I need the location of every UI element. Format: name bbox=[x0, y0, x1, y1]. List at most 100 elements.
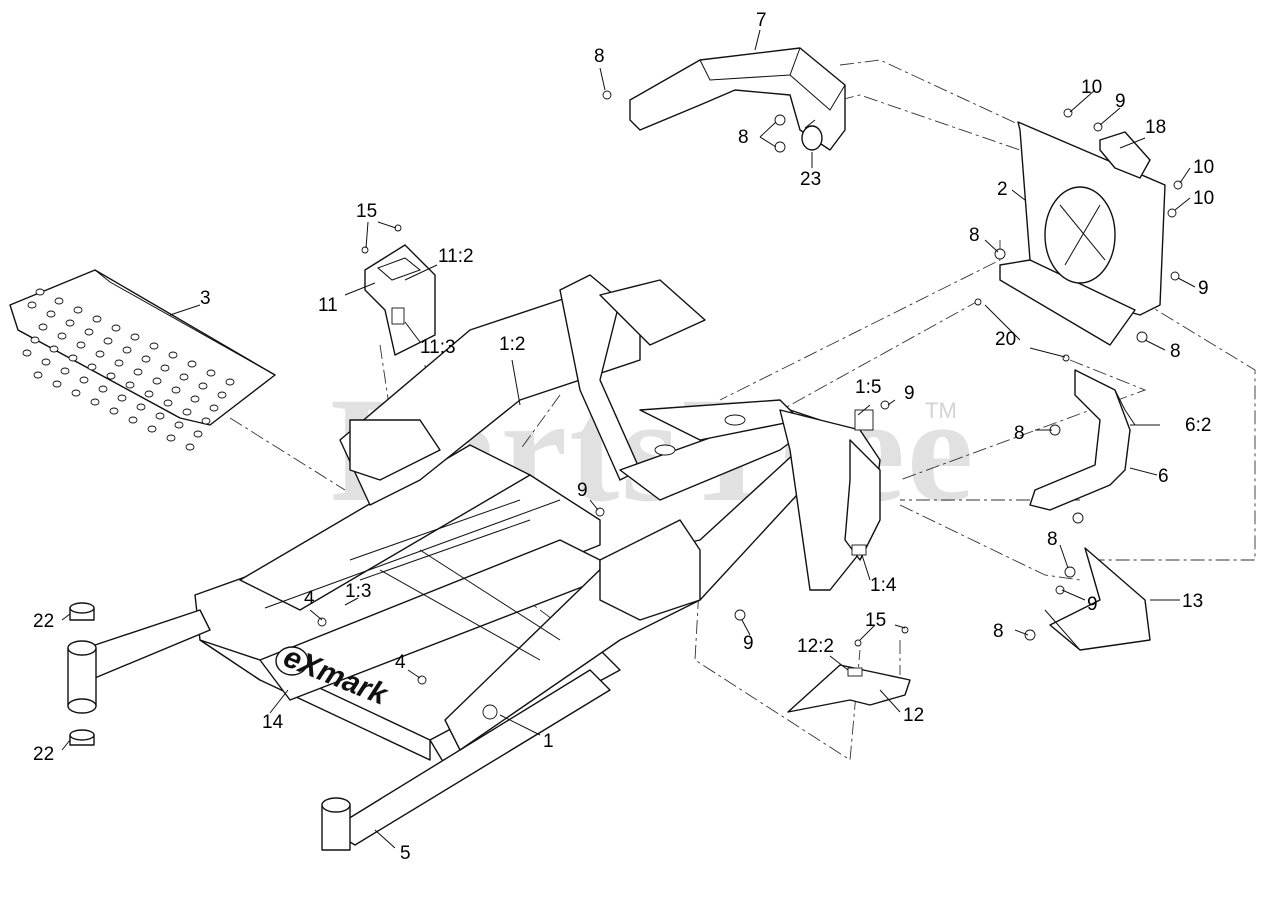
callout-11-2[interactable]: 11:2 bbox=[438, 246, 474, 267]
callout-18[interactable]: 18 bbox=[1145, 117, 1166, 138]
bushing-top[interactable] bbox=[69, 602, 95, 621]
callout-8-fender[interactable]: 8 bbox=[1014, 423, 1025, 444]
foot-plate-hole bbox=[35, 288, 45, 296]
callout-6[interactable]: 6 bbox=[1158, 466, 1169, 487]
foot-plate-hole bbox=[201, 417, 211, 425]
callout-11[interactable]: 11 bbox=[318, 295, 338, 316]
callout-8-clip[interactable]: 8 bbox=[738, 127, 749, 148]
callout-10-mid[interactable]: 10 bbox=[1193, 157, 1214, 178]
foot-plate-hole bbox=[160, 364, 170, 372]
callout-13[interactable]: 13 bbox=[1182, 591, 1203, 612]
callout-1-3[interactable]: 1:3 bbox=[345, 581, 371, 602]
fender-bracket[interactable] bbox=[1029, 369, 1136, 511]
foot-plate-hole bbox=[54, 297, 64, 305]
foot-plate-hole bbox=[41, 358, 51, 366]
callout-14[interactable]: 14 bbox=[262, 712, 284, 733]
callout-4-lower[interactable]: 4 bbox=[395, 652, 406, 673]
foot-plate-hole bbox=[109, 407, 119, 415]
callout-12[interactable]: 12 bbox=[903, 705, 924, 726]
callout-1-4[interactable]: 1:4 bbox=[870, 575, 897, 596]
lower-cover[interactable] bbox=[1044, 547, 1151, 651]
foot-plate-hole bbox=[155, 412, 165, 420]
callout-8-cover-low[interactable]: 8 bbox=[993, 621, 1004, 642]
callout-1[interactable]: 1 bbox=[543, 731, 554, 752]
foot-plate-hole bbox=[136, 403, 146, 411]
foot-plate-hole bbox=[92, 315, 102, 323]
callout-23[interactable]: 23 bbox=[800, 169, 821, 190]
foot-plate-hole bbox=[60, 367, 70, 375]
callout-7[interactable]: 7 bbox=[756, 10, 767, 31]
callout-22-bottom[interactable]: 22 bbox=[33, 744, 54, 765]
foot-plate-hole bbox=[217, 391, 227, 399]
cover-plate[interactable] bbox=[787, 664, 911, 713]
foot-plate-hole bbox=[71, 389, 81, 397]
foot-plate-hole bbox=[147, 425, 157, 433]
foot-plate-hole bbox=[111, 324, 121, 332]
foot-plate-hole bbox=[171, 386, 181, 394]
foot-plate-hole bbox=[185, 443, 195, 451]
callout-15-plate[interactable]: 15 bbox=[865, 610, 886, 631]
foot-plate-hole bbox=[68, 354, 78, 362]
callout-6-2[interactable]: 6:2 bbox=[1185, 415, 1211, 436]
heat-shield[interactable] bbox=[1099, 131, 1151, 179]
foot-plate-hole bbox=[87, 363, 97, 371]
foot-plate-hole bbox=[30, 336, 40, 344]
main-frame[interactable] bbox=[79, 274, 881, 846]
callout-22-top[interactable]: 22 bbox=[33, 611, 54, 632]
callout-10-top[interactable]: 10 bbox=[1081, 77, 1102, 98]
callout-9-top[interactable]: 9 bbox=[1115, 91, 1126, 112]
caster-tube-right[interactable] bbox=[321, 797, 351, 851]
cable-clip[interactable] bbox=[801, 119, 823, 151]
hardware bbox=[317, 90, 1183, 685]
callout-9-cover[interactable]: 9 bbox=[1087, 594, 1098, 615]
callout-20[interactable]: 20 bbox=[995, 329, 1016, 350]
foot-plate-hole bbox=[122, 346, 132, 354]
callout-9-frame[interactable]: 9 bbox=[577, 480, 588, 501]
foot-plate[interactable] bbox=[9, 269, 276, 451]
callout-8-panel[interactable]: 8 bbox=[969, 225, 980, 246]
callout-1-5[interactable]: 1:5 bbox=[855, 377, 881, 398]
foot-plate-hole bbox=[38, 323, 48, 331]
callout-3[interactable]: 3 bbox=[200, 288, 211, 309]
bushing-bottom[interactable] bbox=[69, 729, 95, 746]
callout-2[interactable]: 2 bbox=[997, 179, 1008, 200]
control-bracket[interactable] bbox=[364, 244, 436, 356]
callouts: 3 8 7 8 23 10 9 18 10 10 2 8 9 8 20 1:5 … bbox=[33, 10, 1214, 864]
callout-4-upper[interactable]: 4 bbox=[304, 588, 315, 609]
callout-9-floor[interactable]: 9 bbox=[743, 633, 754, 654]
foot-plate-hole bbox=[95, 350, 105, 358]
foot-plate-hole bbox=[49, 345, 59, 353]
callout-9-bracket[interactable]: 9 bbox=[904, 383, 915, 404]
foot-plate-hole bbox=[141, 355, 151, 363]
callout-15-bracket[interactable]: 15 bbox=[356, 201, 377, 222]
foot-plate-hole bbox=[22, 349, 32, 357]
callout-8-panel-low[interactable]: 8 bbox=[1170, 341, 1181, 362]
foot-plate-hole bbox=[193, 430, 203, 438]
foot-plate-hole bbox=[84, 328, 94, 336]
foot-plate-hole bbox=[46, 310, 56, 318]
callout-8-shroud[interactable]: 8 bbox=[594, 46, 605, 67]
foot-plate-hole bbox=[163, 399, 173, 407]
callout-10-low[interactable]: 10 bbox=[1193, 188, 1214, 209]
foot-plate-hole bbox=[130, 333, 140, 341]
foot-plate-hole bbox=[128, 416, 138, 424]
foot-plate-hole bbox=[73, 306, 83, 314]
foot-plate-hole bbox=[79, 376, 89, 384]
callout-12-2[interactable]: 12:2 bbox=[797, 636, 834, 657]
foot-plate-hole bbox=[33, 371, 43, 379]
callout-5[interactable]: 5 bbox=[400, 843, 411, 864]
caster-tube-left[interactable] bbox=[67, 640, 97, 714]
callout-1-2[interactable]: 1:2 bbox=[499, 334, 525, 355]
foot-plate-hole bbox=[103, 337, 113, 345]
foot-plate-hole bbox=[206, 369, 216, 377]
callout-11-3[interactable]: 11:3 bbox=[420, 337, 456, 358]
foot-plate-hole bbox=[90, 398, 100, 406]
foot-plate-hole bbox=[76, 341, 86, 349]
callout-8-cover[interactable]: 8 bbox=[1047, 529, 1058, 550]
callout-9-panel[interactable]: 9 bbox=[1198, 278, 1209, 299]
foot-plate-hole bbox=[65, 319, 75, 327]
foot-plate-hole bbox=[179, 373, 189, 381]
foot-plate-hole bbox=[174, 421, 184, 429]
foot-plate-hole bbox=[114, 359, 124, 367]
top-shroud[interactable] bbox=[629, 47, 846, 151]
